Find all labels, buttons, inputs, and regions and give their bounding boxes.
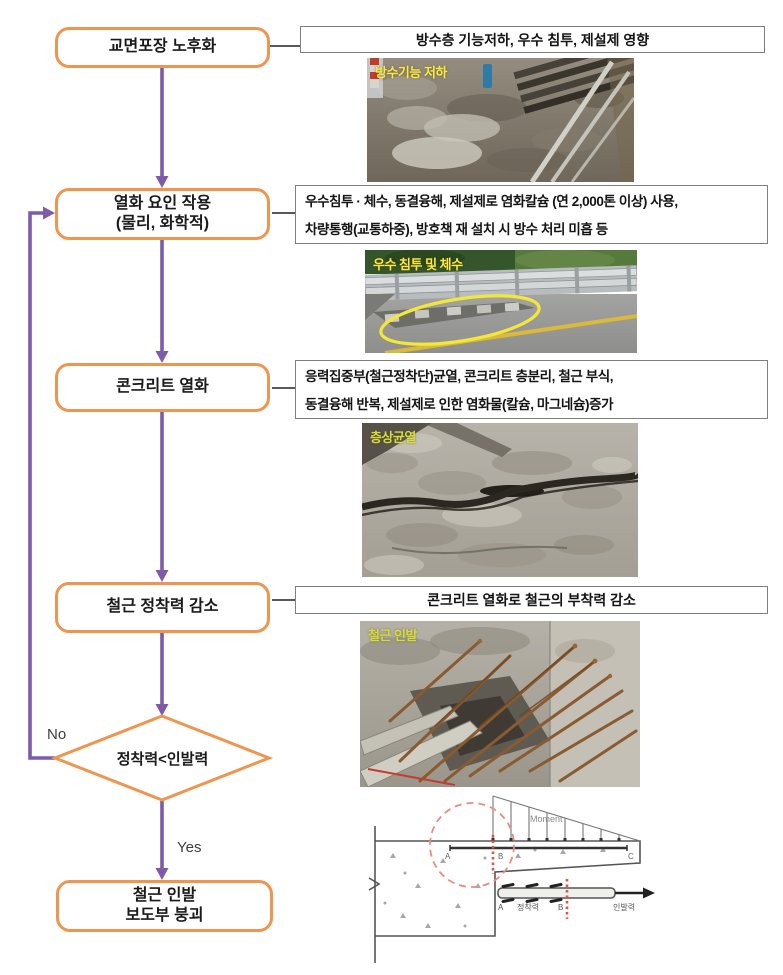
note-text: 방수층 기능저하, 우수 침투, 제설제 영향: [415, 31, 650, 48]
branch-yes-label: Yes: [177, 839, 202, 856]
branch-no-label: No: [47, 726, 67, 743]
feedback-loop-line: [28, 211, 55, 760]
arrowhead-4: [155, 704, 169, 716]
structure-outline: [368, 826, 641, 963]
photo-rebar-pullout: 철근 인발: [360, 621, 640, 787]
arrowhead-1: [155, 176, 169, 188]
flow-box-anchorage-reduction: 철근 정착력 감소: [55, 582, 270, 633]
beam-point-b: B: [498, 852, 503, 861]
guardrail: [365, 265, 637, 301]
concrete-beam: [360, 720, 483, 787]
main-crack: [362, 470, 638, 511]
photo-waterproofing-failure: 방수기능 저하: [367, 58, 634, 182]
pullout-arrowhead: [643, 887, 655, 899]
gray-connectors: [270, 45, 300, 601]
note-text-line2: 동결융해 반복, 제설제로 인한 염화물(칼슘, 마그네슘)증가: [305, 397, 614, 412]
load-dots: [491, 838, 621, 841]
decision-label: 정착력<인발력: [116, 751, 209, 768]
red-marker-line: [367, 768, 456, 786]
pullout-bar-diagram: A 정착력 B 인발력: [497, 879, 655, 919]
note-concrete: 응력집중부(철근정착단)균열, 콘크리트 층분리, 철근 부식, 동결융해 반복…: [295, 360, 768, 419]
concrete-speckles: [383, 847, 606, 928]
note-text: 콘크리트 열화로 철근의 부착력 감소: [427, 592, 636, 608]
bar-point-a: A: [498, 903, 504, 912]
note-factors: 우수침투 · 체수, 동결융해, 제설제로 염화칼슘 (연 2,000톤 이상)…: [295, 185, 768, 244]
flow-box-label: 교면포장 노후화: [108, 38, 217, 56]
mechanics-diagram: Moment A B C A 정착력: [345, 788, 765, 975]
photo1-caption: 방수기능 저하: [375, 65, 447, 80]
anchor-force-label: 정착력: [517, 902, 539, 912]
photo1-art: [367, 58, 634, 182]
photo-water-infiltration: 우수 침투 및 체수: [365, 250, 637, 353]
beam-point-c: C: [628, 852, 634, 861]
red-dashed-circle: [429, 802, 515, 888]
note-text-line1: 우수침투 · 체수, 동결융해, 제설제로 염화칼슘 (연 2,000톤 이상)…: [305, 194, 678, 209]
photo3-art: [362, 423, 638, 577]
photo3-caption: 층상균열: [370, 430, 416, 445]
diagram-art: Moment A B C A 정착력: [368, 795, 655, 963]
photo2-art: [365, 250, 637, 353]
moment-label: Moment: [530, 814, 563, 824]
photo4-art: [360, 621, 640, 787]
lane-line: [384, 314, 637, 353]
flow-box-concrete-deterioration: 콘크리트 열화: [55, 363, 270, 412]
photo2-caption: 우수 침투 및 체수: [373, 257, 463, 272]
note-bond-loss: 콘크리트 열화로 철근의 부착력 감소: [295, 586, 768, 614]
photo4-caption: 철근 인발: [368, 628, 417, 643]
purple-arrowheads: [43, 176, 169, 880]
flow-box-collapse: 철근 인발 보도부 붕괴: [56, 880, 273, 932]
flow-box-deterioration-factors: 열화 요인 작용 (물리, 화학적): [55, 188, 270, 240]
photo-layered-crack: 층상균열: [362, 423, 638, 577]
purple-arrows: [28, 68, 164, 870]
flow-box-pavement-aging: 교면포장 노후화: [55, 27, 270, 68]
arrowhead-5: [155, 868, 169, 880]
flow-box-label: 철근 정착력 감소: [106, 598, 219, 616]
arrowhead-3: [155, 570, 169, 582]
moment-diagram: [492, 795, 641, 842]
blue-post: [483, 64, 492, 88]
note-text-line1: 응력집중부(철근정착단)균열, 콘크리트 층분리, 철근 부식,: [305, 369, 614, 384]
flow-box-label: 콘크리트 열화: [116, 378, 209, 396]
bar-point-b: B: [558, 903, 563, 912]
decision-diamond: [50, 714, 274, 802]
flow-box-label-line2: 보도부 붕괴: [125, 907, 204, 924]
flow-box-label-line1: 철근 인발: [132, 886, 197, 904]
flow-box-label-line2: (물리, 화학적): [115, 215, 210, 232]
pullout-force-label: 인발력: [613, 902, 635, 912]
arrowhead-2: [155, 351, 169, 363]
flow-box-label-line1: 열화 요인 작용: [113, 194, 212, 212]
beam-point-a: A: [445, 852, 451, 861]
note-text-line2: 차량통행(교통하중), 방호책 재 설치 시 방수 처리 미흡 등: [305, 222, 608, 237]
note-waterproofing: 방수층 기능저하, 우수 침투, 제설제 영향: [300, 26, 765, 53]
yellow-ellipse-annotation: [379, 294, 541, 346]
arrowhead-feedback: [43, 206, 55, 220]
